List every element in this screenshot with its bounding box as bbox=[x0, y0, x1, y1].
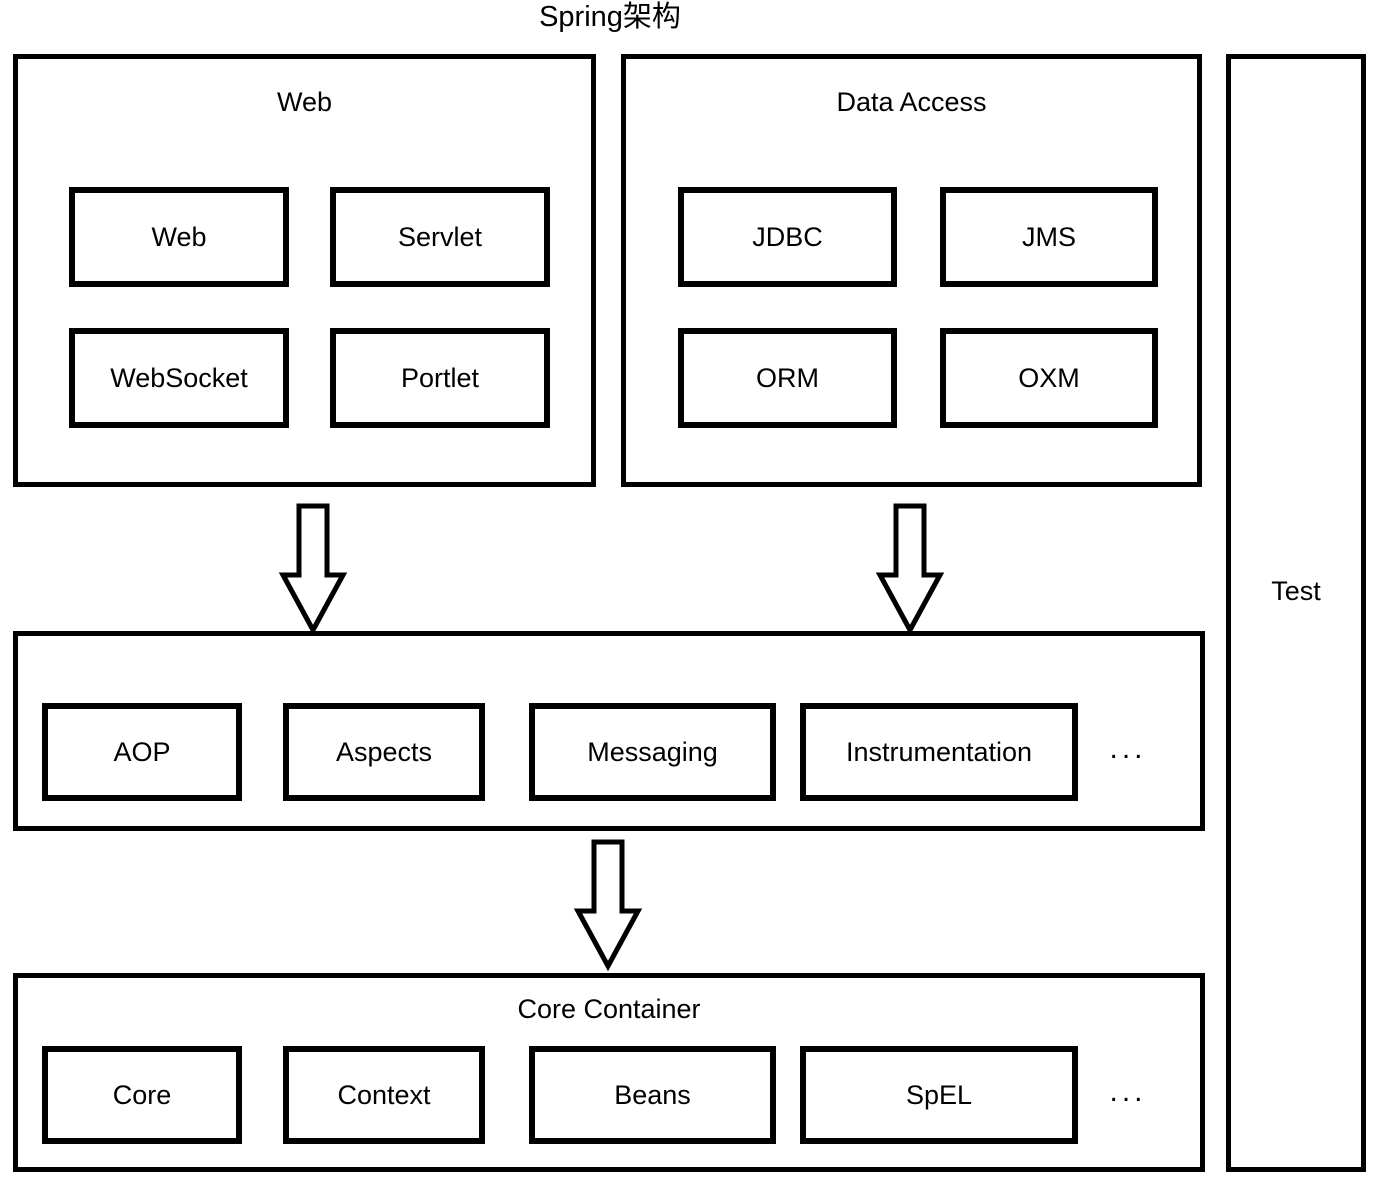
web-panel-title: Web bbox=[276, 87, 333, 117]
diagram-title: Spring架构 bbox=[539, 1, 681, 33]
core-container-ellipsis: ... bbox=[1109, 1075, 1147, 1108]
module-jms: JMS bbox=[940, 187, 1158, 287]
data-access-panel-title: Data Access bbox=[836, 87, 987, 117]
middleware-ellipsis: ... bbox=[1109, 732, 1147, 765]
module-jdbc: JDBC bbox=[678, 187, 897, 287]
module-core: Core bbox=[42, 1046, 242, 1144]
module-aspects: Aspects bbox=[283, 703, 485, 801]
core-container-panel: Core Container Core Context Beans SpEL .… bbox=[13, 973, 1205, 1172]
module-orm: ORM bbox=[678, 328, 897, 428]
middleware-band-panel: AOP Aspects Messaging Instrumentation ..… bbox=[13, 631, 1205, 831]
module-websocket: WebSocket bbox=[69, 328, 289, 428]
test-panel: Test bbox=[1226, 54, 1366, 1172]
module-servlet: Servlet bbox=[330, 187, 550, 287]
module-beans: Beans bbox=[529, 1046, 776, 1144]
core-container-panel-title: Core Container bbox=[517, 994, 701, 1024]
module-web: Web bbox=[69, 187, 289, 287]
down-arrow-icon bbox=[573, 839, 643, 972]
module-messaging: Messaging bbox=[529, 703, 776, 801]
module-context: Context bbox=[283, 1046, 485, 1144]
down-arrow-icon bbox=[875, 503, 945, 636]
test-panel-title: Test bbox=[1271, 576, 1321, 606]
module-portlet: Portlet bbox=[330, 328, 550, 428]
web-panel: Web Web Servlet WebSocket Portlet bbox=[13, 54, 596, 487]
module-instrumentation: Instrumentation bbox=[800, 703, 1078, 801]
data-access-panel: Data Access JDBC JMS ORM OXM bbox=[621, 54, 1202, 487]
module-aop: AOP bbox=[42, 703, 242, 801]
module-oxm: OXM bbox=[940, 328, 1158, 428]
down-arrow-icon bbox=[278, 503, 348, 636]
module-spel: SpEL bbox=[800, 1046, 1078, 1144]
